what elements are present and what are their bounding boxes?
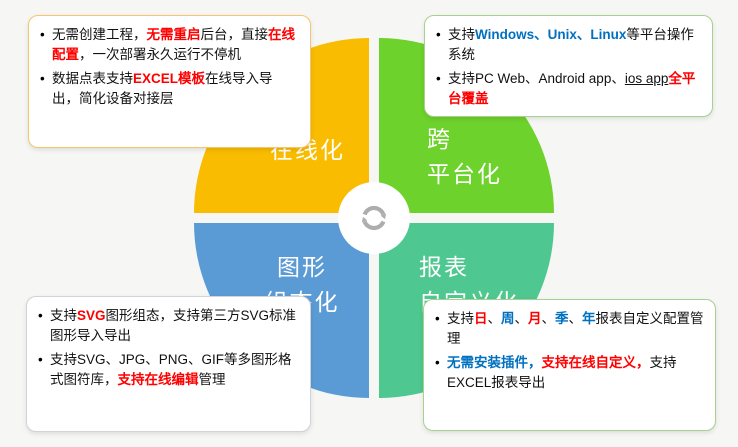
callout-cross-platform-bullet-2: 支持PC Web、Android app、ios app全平台覆盖	[435, 69, 701, 110]
callout-online-bullet-1: 无需创建工程，无需重启后台，直接在线配置，一次部署永久运行不停机	[39, 25, 299, 66]
sync-arrows-icon	[361, 205, 387, 231]
callout-online-bullet-2: 数据点表支持EXCEL模板在线导入导出，简化设备对接层	[39, 69, 299, 110]
quadrant-cross-platform-label: 跨 平台化	[427, 122, 502, 192]
callout-online-list: 无需创建工程，无需重启后台，直接在线配置，一次部署永久运行不停机 数据点表支持E…	[39, 25, 299, 109]
callout-report-custom-bullet-1: 支持日、周、月、季、年报表自定义配置管理	[434, 309, 704, 350]
callout-graphic-config-bullet-2: 支持SVG、JPG、PNG、GIF等多图形格式图符库，支持在线编辑管理	[37, 350, 299, 391]
callout-report-custom-bullet-2: 无需安装插件，支持在线自定义，支持EXCEL报表导出	[434, 353, 704, 394]
callout-cross-platform-bullet-1: 支持Windows、Unix、Linux等平台操作系统	[435, 25, 701, 66]
callout-graphic-config-list: 支持SVG图形组态，支持第三方SVG标准图形导入导出 支持SVG、JPG、PNG…	[37, 306, 299, 390]
label-line: 图形	[277, 254, 327, 280]
callout-cross-platform-list: 支持Windows、Unix、Linux等平台操作系统 支持PC Web、And…	[435, 25, 701, 109]
label-line: 跨	[427, 126, 452, 152]
label-line: 报表	[419, 254, 469, 280]
callout-report-custom: 支持日、周、月、季、年报表自定义配置管理 无需安装插件，支持在线自定义，支持EX…	[423, 299, 716, 431]
callout-graphic-config: 支持SVG图形组态，支持第三方SVG标准图形导入导出 支持SVG、JPG、PNG…	[26, 296, 311, 432]
quadrant-cross-platform: 跨 平台化	[379, 38, 554, 213]
callout-online: 无需创建工程，无需重启后台，直接在线配置，一次部署永久运行不停机 数据点表支持E…	[28, 15, 311, 148]
label-line: 平台化	[427, 161, 502, 187]
center-hub	[338, 182, 410, 254]
callout-graphic-config-bullet-1: 支持SVG图形组态，支持第三方SVG标准图形导入导出	[37, 306, 299, 347]
callout-cross-platform: 支持Windows、Unix、Linux等平台操作系统 支持PC Web、And…	[424, 15, 713, 117]
callout-report-custom-list: 支持日、周、月、季、年报表自定义配置管理 无需安装插件，支持在线自定义，支持EX…	[434, 309, 704, 393]
